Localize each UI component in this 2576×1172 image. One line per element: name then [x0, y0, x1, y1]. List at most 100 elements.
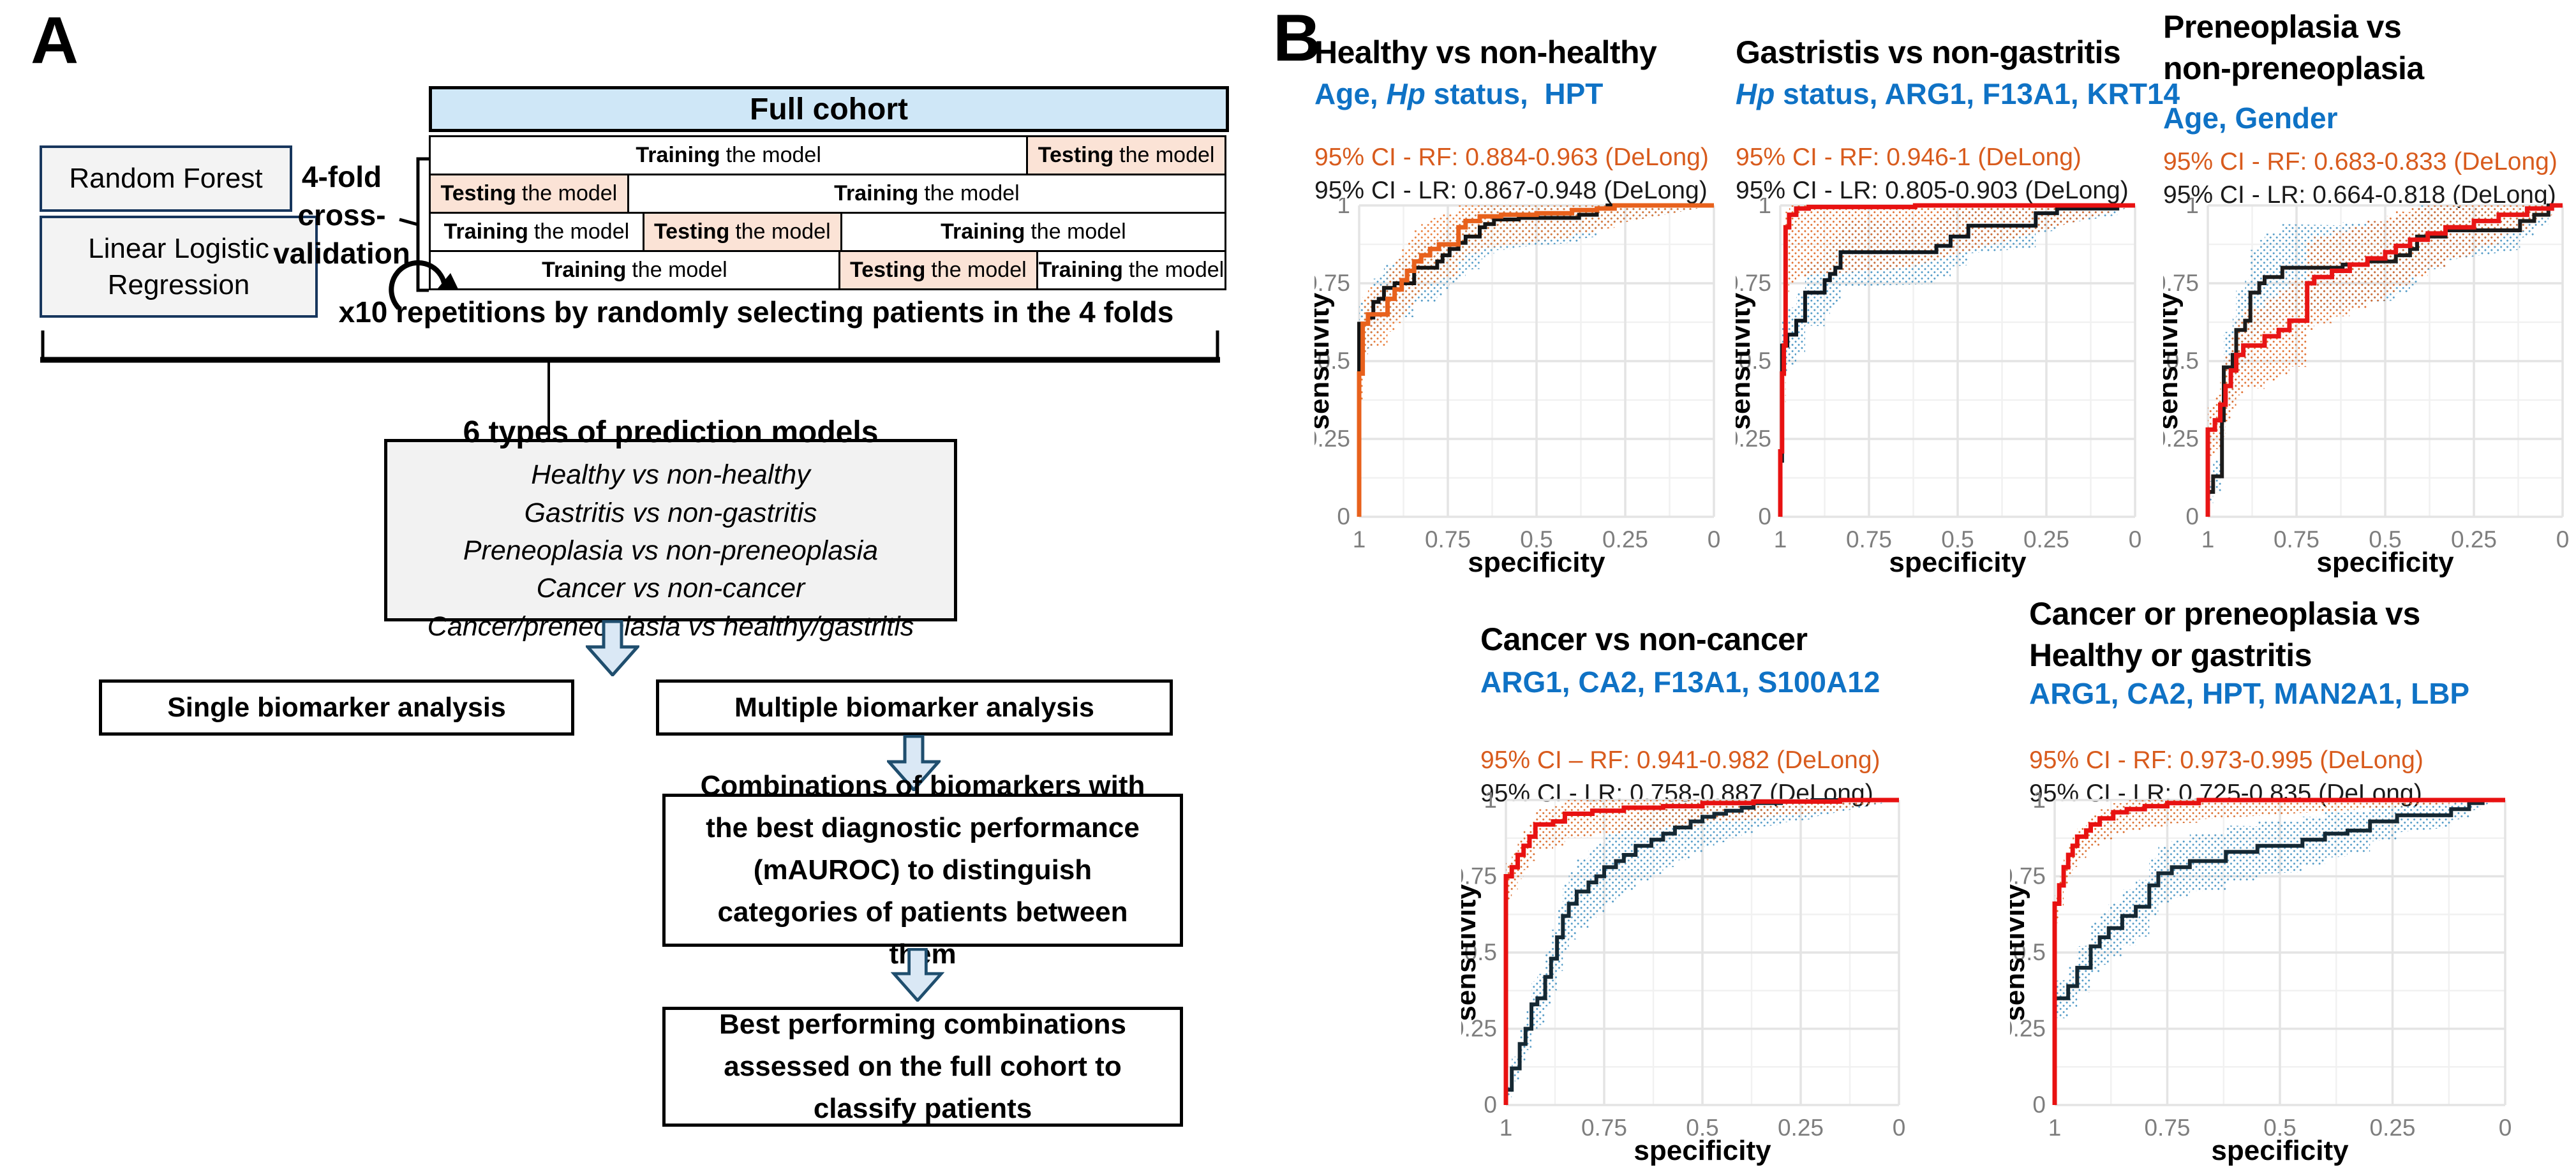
ci-lr-text: 95% CI - LR: 0.867-0.948 (DeLong): [1314, 177, 1708, 204]
x-tick-label: 0.75: [1846, 526, 1892, 553]
plot-biomarkers: Age, Gender: [2163, 101, 2338, 135]
ci-band-lr: [1359, 205, 1714, 517]
y-axis-title: sensitivity: [1736, 292, 1756, 430]
x-tick-label: 0: [2129, 526, 2142, 553]
ci-rf-text: 95% CI - RF: 0.946-1 (DeLong): [1736, 144, 2081, 171]
prediction-models-title: 6 types of prediction models: [463, 415, 879, 450]
x-tick-label: 0: [2556, 526, 2570, 553]
roc-curve-rf: [2205, 203, 2563, 517]
x-axis-title: specificity: [1634, 1135, 1771, 1166]
prediction-model-item: Healthy vs non-healthy: [531, 459, 810, 491]
roc-curve-rf: [1778, 203, 2135, 517]
ci-lr-text: 95% CI - LR: 0.805-0.903 (DeLong): [1736, 177, 2129, 204]
x-tick-label: 1: [2201, 526, 2215, 553]
y-tick-label: 0.5: [2013, 939, 2046, 965]
x-tick-label: 0.25: [1602, 526, 1648, 553]
x-tick-label: 0: [2499, 1115, 2512, 1141]
linear-logistic-regression-box: Linear Logistic Regression: [40, 216, 318, 318]
plot-title: Preneoplasia vs non-preneoplasia: [2163, 9, 2424, 86]
y-tick-label: 1: [2032, 792, 2046, 813]
multiple-biomarker-box: Multiple biomarker analysis: [656, 679, 1173, 736]
y-tick-label: 0.75: [1461, 863, 1497, 889]
roc-card-cancer: Cancer vs non-cancer ARG1, CA2, F13A1, S…: [1461, 593, 1908, 1172]
y-tick-label: 0: [1758, 503, 1771, 530]
roc-card-preneoplasia: Preneoplasia vs non-preneoplasia Age, Ge…: [2163, 0, 2576, 597]
y-axis-title: sensitivity: [2010, 884, 2030, 1021]
y-tick-label: 1: [1758, 198, 1771, 218]
y-tick-label: 0: [1484, 1092, 1497, 1118]
y-tick-label: 0.75: [1314, 270, 1350, 296]
panel-b-label: B: [1273, 1, 1322, 75]
ci-rf-text: 95% CI - RF: 0.683-0.833 (DeLong): [2163, 148, 2557, 175]
x-tick-label: 0: [1708, 526, 1721, 553]
x-tick-label: 0: [1893, 1115, 1906, 1141]
prediction-model-item: Cancer/preneoplasia vs healthy/gastritis: [427, 611, 914, 642]
x-tick-label: 0.25: [2023, 526, 2069, 553]
cv-label: 4-fold cross- validation: [273, 160, 410, 270]
ci-band-lr: [1780, 205, 2135, 517]
y-tick-label: 0.5: [1318, 348, 1350, 374]
roc-chart: 10.750.50.25000.250.50.751specificitysen…: [1736, 198, 2142, 578]
ci-band-lr: [2055, 800, 2505, 1105]
y-axis-title: sensitivity: [1314, 292, 1335, 430]
roc-chart: 10.750.50.25000.250.50.751specificitysen…: [1461, 792, 1906, 1166]
ci-band-rf: [2208, 205, 2563, 517]
roc-curve-lr: [1357, 204, 1714, 517]
best-performing-text: Best performing combinations assessed on…: [718, 1009, 1127, 1124]
down-arrow-icon: [586, 620, 639, 676]
y-tick-label: 0.75: [1736, 270, 1771, 296]
prediction-model-item: Gastritis vs non-gastritis: [524, 497, 817, 528]
x-axis-title: specificity: [1468, 547, 1605, 578]
roc-chart: 10.750.50.25000.250.50.751specificitysen…: [2010, 792, 2512, 1166]
y-tick-label: 0.25: [2010, 1016, 2046, 1042]
plot-biomarkers: Age, Hp status, HPT: [1314, 77, 1604, 110]
x-tick-label: 0.5: [1941, 526, 1974, 553]
roc-curve-rf: [2052, 797, 2505, 1105]
plot-biomarkers: Hp status, ARG1, F13A1, KRT14: [1736, 77, 2180, 110]
single-biomarker-label: Single biomarker analysis: [167, 692, 506, 723]
y-tick-label: 0.5: [1739, 348, 1771, 374]
roc-card-gastritis: Gastristis vs non-gastritis Hp status, A…: [1736, 16, 2180, 597]
y-tick-label: 0: [2032, 1092, 2046, 1118]
ci-rf-text: 95% CI - RF: 0.884-0.963 (DeLong): [1314, 144, 1709, 171]
plot-biomarkers: ARG1, CA2, F13A1, S100A12: [1480, 665, 1880, 699]
y-axis-title: sensitivity: [2163, 292, 2184, 430]
single-biomarker-box: Single biomarker analysis: [99, 679, 574, 736]
x-tick-label: 0.75: [2144, 1115, 2190, 1141]
y-axis-title: sensitivity: [1461, 884, 1482, 1021]
fold-bracket-notch: [399, 218, 419, 226]
roc-card-cancer-preneoplasia: Cancer or preneoplasia vs Healthy or gas…: [2010, 593, 2527, 1172]
y-tick-label: 0.25: [1461, 1016, 1497, 1042]
y-tick-label: 0.25: [2163, 426, 2199, 452]
x-axis-title: specificity: [1889, 547, 2027, 578]
x-tick-label: 1: [1500, 1115, 1513, 1141]
y-tick-label: 0.25: [1314, 426, 1350, 452]
prediction-model-item: Cancer vs non-cancer: [536, 573, 805, 604]
y-tick-label: 0: [1337, 503, 1350, 530]
plot-title: Healthy vs non-healthy: [1314, 34, 1657, 70]
ci-rf-text: 95% CI - RF: 0.973-0.995 (DeLong): [2029, 746, 2423, 774]
panel-a-connectors: [40, 157, 1220, 439]
down-arrow-icon: [887, 735, 941, 791]
plot-title: Gastristis vs non-gastritis: [1736, 34, 2121, 70]
plot-title: Cancer or preneoplasia vs Healthy or gas…: [2029, 596, 2420, 673]
ci-band-rf: [2055, 800, 2505, 1105]
prediction-model-item: Preneoplasia vs non-preneoplasia: [463, 535, 879, 566]
x-tick-label: 1: [1353, 526, 1366, 553]
roc-chart: 10.750.50.25000.250.50.751specificitysen…: [1314, 198, 1721, 578]
x-tick-label: 0.5: [1520, 526, 1552, 553]
x-tick-label: 0.25: [2451, 526, 2497, 553]
x-tick-label: 0.75: [1581, 1115, 1627, 1141]
x-tick-label: 0.25: [2369, 1115, 2415, 1141]
roc-curve-rf: [1503, 797, 1899, 1105]
roc-curve-lr: [2053, 798, 2505, 1105]
x-tick-label: 0.5: [1686, 1115, 1718, 1141]
